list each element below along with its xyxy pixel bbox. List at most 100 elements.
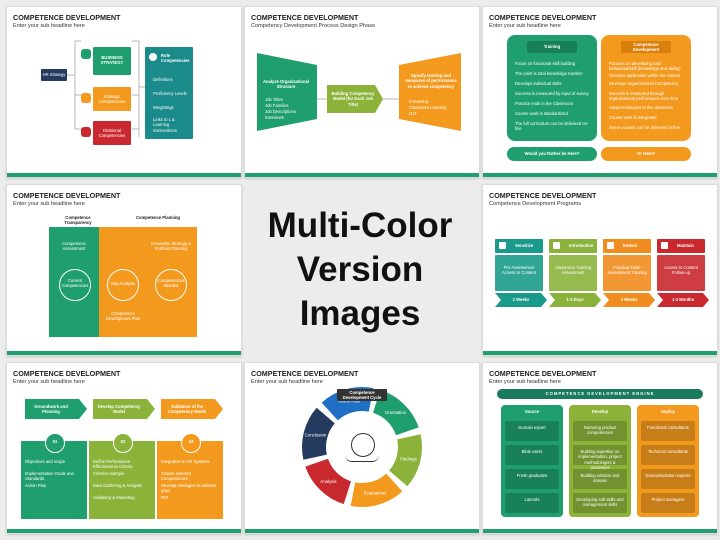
analyze-item: Job Titles [265,97,283,102]
engine-item-box [505,421,559,441]
engine-item-box [505,445,559,465]
competence-item: Stresses application within the context [609,73,680,78]
program-heading: Embed [623,243,637,248]
step-item: ROI [161,495,169,500]
competence-item: Focuses on developing total behavioral/s… [609,61,681,72]
program-header-1 [495,239,543,253]
divisional-competencies-box: Divisional Competencies [93,121,131,145]
rather-here-button[interactable]: Would you Rather be Here? [507,147,597,161]
engine-item: Technical consultants [648,449,688,454]
step-panel-1 [21,441,87,519]
slide-subtitle: Enter your sub headline here [13,379,85,385]
plan-label: Competence Development Plan [105,311,141,322]
competence-item: Develops organizational Competency [609,81,679,86]
slide-title: COMPETENCE DEVELOPMENT [489,13,597,22]
competence-item: Course work is integrated [609,115,657,120]
program-body-3 [603,255,651,291]
step-heading: Validation of the Competency Model [167,404,207,415]
duration-chevron [495,293,547,307]
thumbnail-slide-4[interactable]: COMPETENCE DEVELOPMENT Enter your sub he… [6,184,242,356]
current-circle [59,269,91,301]
program-heading: Introduction [569,243,594,248]
step-item: Assess selected Competencies [161,471,192,482]
engine-item: Fresh graduates [516,473,548,478]
thumbnail-slide-5[interactable]: COMPETENCE DEVELOPMENT Competence Develo… [482,184,718,356]
rather-here-label: Would you Rather be Here? [524,151,580,156]
slide-title: COMPETENCE DEVELOPMENT [13,13,121,22]
engine-item: Nurturing product competencies [583,425,617,436]
duration-chevron [603,293,655,307]
hero-heading: Multi-Color Version Images [248,190,472,350]
program-body: Pre-Assessment Access to Content [502,265,536,276]
engine-item: Project managers [651,497,685,502]
duration-label: 1-3 Months [671,297,695,302]
thumbnail-slide-7[interactable]: COMPETENCE DEVELOPMENT Enter your sub he… [244,362,480,534]
step-chevron [25,399,87,419]
program-header-3 [603,239,651,253]
business-strategy-label: BUSINESS STRATEGY [100,55,124,66]
competence-item: Some courses can be delivered online [609,125,680,130]
thumbnail-slide-8[interactable]: COMPETENCE DEVELOPMENT Enter your sub he… [482,362,718,534]
step-chevron [161,399,223,419]
program-header-2 [549,239,597,253]
engine-item-box [573,493,627,513]
hr-strategy-label: HR Strategy [42,72,66,77]
target-icon [499,242,506,249]
business-strategy-box: BUSINESS STRATEGY [93,47,131,75]
engine-item-box [505,469,559,489]
thumbnail-slide-2[interactable]: COMPETENCE DEVELOPMENT Competency Develo… [244,6,480,178]
thumbnail-slide-6[interactable]: COMPETENCE DEVELOPMENT Enter your sub he… [6,362,242,534]
training-heading: Training [543,44,561,49]
slide-footer-bar [7,351,241,355]
step-item: Criterion Sample [93,471,125,476]
engine-banner: COMPETENCE DEVELOPMENT ENGINE [497,389,703,399]
step-number-badge [181,433,201,453]
slide-footer-bar [483,351,717,355]
thumbnail-slide-1[interactable]: COMPETENCE DEVELOPMENT Enter your sub he… [6,6,242,178]
hands-icon [345,455,379,462]
slide-title: COMPETENCE DEVELOPMENT [489,369,597,378]
engine-item-box [641,469,695,489]
step-item: Implementation Goals and Standards [25,471,74,482]
connector-lines [67,40,145,137]
program-body-2 [549,255,597,291]
step-number: 03 [188,439,194,444]
engine-item-box [573,445,627,465]
divisional-competencies-label: Divisional Competencies [98,128,126,139]
training-item: Practice ends in the Classroom [515,101,573,106]
slide-subtitle: Enter your sub headline here [13,23,85,29]
specify-item: Classroom Learning [409,105,447,110]
slide-title: COMPETENCE DEVELOPMENT [13,369,121,378]
engine-column-1 [501,405,563,517]
slide-footer-bar [483,529,717,533]
gap-label: Gap Analysis [110,281,136,286]
engine-item-box [505,493,559,513]
training-panel: Training Focus on functional skill build… [507,35,597,141]
competence-header: Competence Development [621,41,671,53]
competence-item: Success is measured through organization… [609,91,679,102]
program-body: Classroom Training Assessment [554,265,592,276]
step-chevron [93,399,155,419]
slide-footer-bar [483,173,717,177]
training-item: Focus on functional skill building [515,61,576,66]
cycle-segment-label: Findings [400,456,417,461]
engine-column-heading: Deploy [661,409,675,414]
duration-chevron [549,293,601,307]
strategy-label: Innovation Strategy & Portfolio Planning [150,241,192,252]
program-heading: Maintain [677,243,694,248]
slide-subtitle: Enter your sub headline here [489,23,561,29]
cycle-segment-label: Orientation [385,410,407,415]
specify-item: E-learning [409,99,429,104]
building-model-label: Building Competency Model (for Each Job … [331,91,375,107]
current-label: Current Competencies [61,278,89,289]
cycle-segment-label: Evaluations [364,491,388,496]
competence-item: Adopt techniques in the classroom [609,105,674,110]
thumbnail-slide-3[interactable]: COMPETENCE DEVELOPMENT Enter your sub he… [482,6,718,178]
step-panel-3 [157,441,223,519]
program-heading: Sensitize [515,243,534,248]
cycle-segment [302,407,335,460]
engine-column-heading: Source [524,409,540,414]
analyze-item: Interviews [265,115,284,120]
assessment-label: Competence Assessment [62,241,86,252]
or-here-button[interactable]: Or Here? [601,147,691,161]
